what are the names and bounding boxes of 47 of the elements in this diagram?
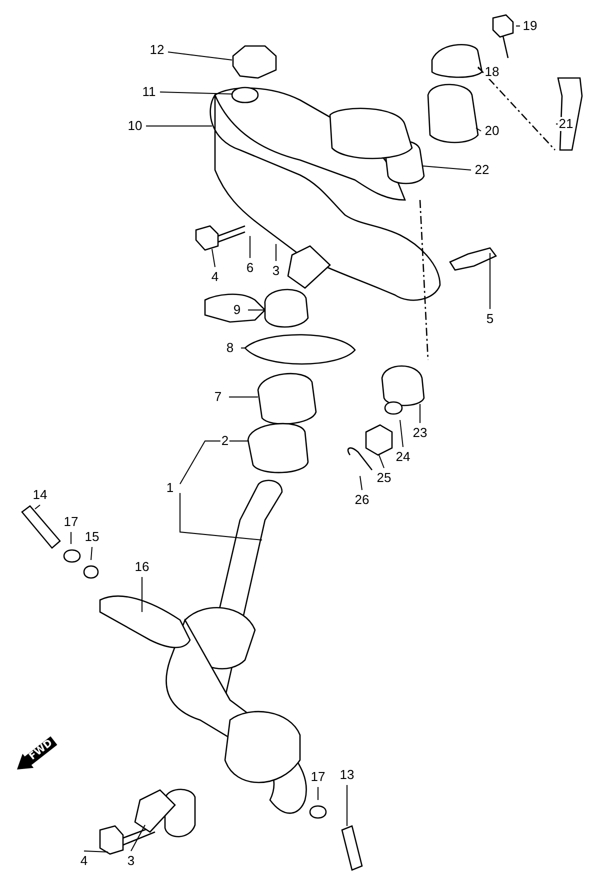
callout-number: 20 xyxy=(484,124,500,138)
leader-line xyxy=(478,68,482,72)
callout-number: 26 xyxy=(354,493,370,507)
leader-line xyxy=(160,92,232,94)
callout-number: 5 xyxy=(485,312,495,326)
leader-line xyxy=(378,454,384,468)
callout-number: 3 xyxy=(126,854,136,868)
callout-number: 11 xyxy=(141,85,157,99)
leader-line xyxy=(422,166,472,170)
leader-line xyxy=(84,850,108,852)
leader-line xyxy=(70,532,72,544)
leader-line xyxy=(360,476,362,490)
callout-number: 9 xyxy=(232,303,242,317)
callout-number: 17 xyxy=(310,770,326,784)
callout-number: 16 xyxy=(134,560,150,574)
leader-line xyxy=(346,784,348,826)
leader-line xyxy=(180,440,248,484)
callout-number: 12 xyxy=(148,43,166,57)
leader-line xyxy=(228,396,258,398)
leader-line xyxy=(168,52,232,60)
callout-number: 2 xyxy=(220,434,230,448)
callout-number: 21 xyxy=(558,117,574,131)
callout-number: 6 xyxy=(245,261,255,275)
leader-line xyxy=(400,420,404,448)
callout-number: 25 xyxy=(376,471,392,485)
callout-number: 15 xyxy=(84,530,100,544)
leader-line xyxy=(212,248,216,268)
callout-number: 24 xyxy=(394,450,412,464)
callout-number: 4 xyxy=(79,854,89,868)
leader-line xyxy=(130,824,146,852)
callout-number: 19 xyxy=(522,19,538,33)
callout-number: 23 xyxy=(412,426,428,440)
callout-number: 17 xyxy=(62,515,80,529)
leader-line xyxy=(476,128,482,132)
callout-number: 8 xyxy=(225,341,235,355)
callout-number: 10 xyxy=(126,119,144,133)
callout-number: 22 xyxy=(474,163,490,177)
leader-line xyxy=(180,492,262,540)
leader-line xyxy=(90,546,92,560)
callout-number: 1 xyxy=(165,481,175,495)
callout-number: 13 xyxy=(338,768,356,782)
callout-number: 4 xyxy=(210,270,220,284)
leader-line xyxy=(34,504,40,510)
callout-number: 14 xyxy=(32,488,48,502)
callout-number: 18 xyxy=(484,65,500,79)
callout-number: 3 xyxy=(271,264,281,278)
callout-number: 7 xyxy=(213,390,223,404)
